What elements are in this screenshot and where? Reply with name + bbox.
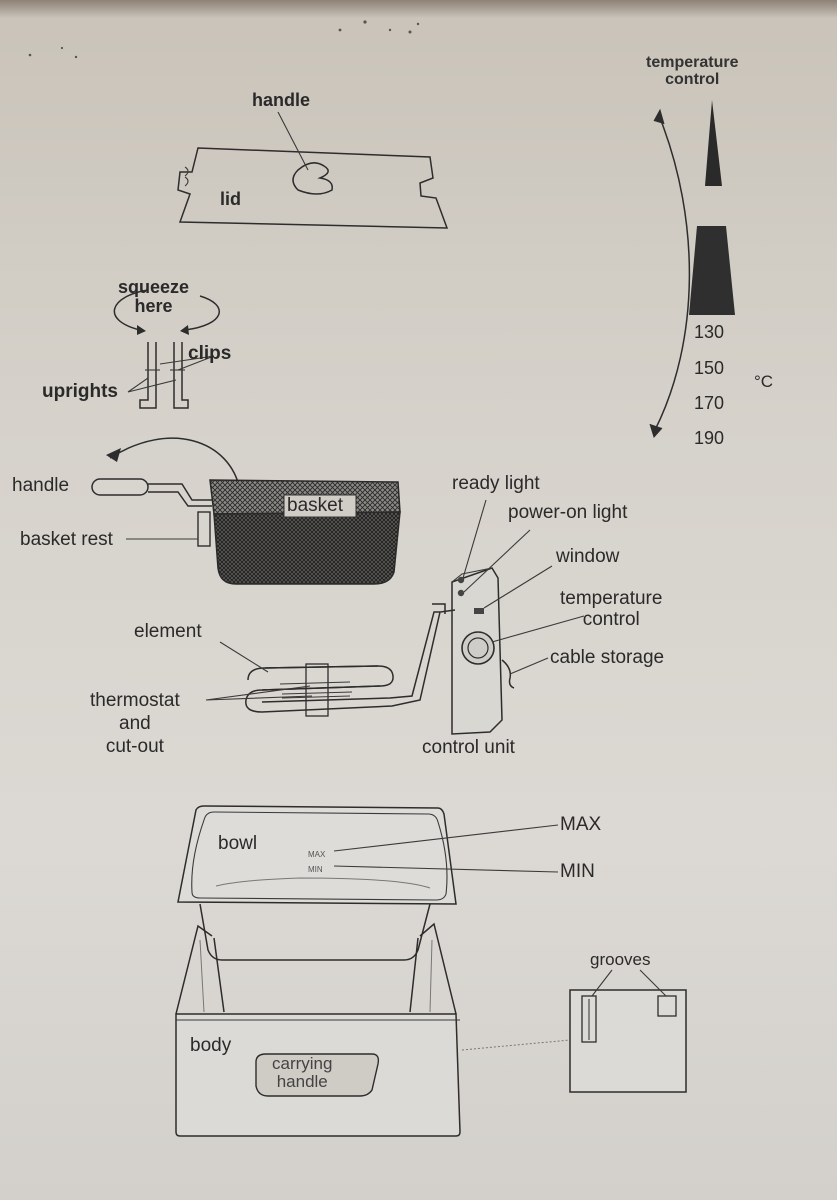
body-label: body: [190, 1035, 232, 1056]
temperature-value-170: 170: [694, 393, 725, 413]
carrying-handle-label: carrying handle: [272, 1054, 333, 1091]
element-leader: [219, 641, 269, 673]
lid-handle-knob: [292, 162, 333, 195]
ready-light-dot: [457, 576, 465, 584]
photo-top-edge: [0, 0, 837, 18]
basket-label: basket: [287, 495, 343, 516]
temperature-value-190: 190: [694, 428, 725, 448]
bowl-pan-lower: [199, 903, 431, 961]
grooves-leaders: [591, 969, 667, 997]
basket-side-mesh: [213, 511, 401, 585]
lid-drawing: [177, 111, 449, 229]
groove-right: [657, 995, 677, 1017]
element-label: element: [134, 621, 202, 642]
uprights-leaders: [127, 377, 177, 393]
basket-swing-arrow: [109, 437, 241, 491]
bowl-max-mark: MAX: [308, 850, 326, 859]
cable-storage-leader: [509, 657, 549, 675]
temperature-value-150: 150: [694, 358, 725, 378]
clips-leaders: [159, 355, 215, 371]
thermostat-label: thermostat and cut-out: [90, 690, 180, 757]
min-label: MIN: [560, 861, 595, 882]
element-coil: [245, 603, 456, 713]
temperature-value-130: 130: [694, 322, 725, 342]
clips-label: clips: [188, 343, 232, 364]
upright-right: [173, 342, 189, 409]
control-unit-drawing: [205, 499, 585, 735]
temperature-unit: °C: [754, 372, 774, 391]
temperature-control-title: temperature control: [646, 54, 739, 88]
temperature-wedge-small: [705, 100, 722, 186]
cable-storage-hook: [501, 659, 515, 689]
control-unit-label: control unit: [422, 737, 515, 758]
lid-handle-leader: [277, 111, 309, 171]
basket-rest-label: basket rest: [20, 529, 113, 550]
groove-left: [581, 995, 597, 1043]
temperature-range-arrow: [654, 117, 691, 431]
squeeze-here-label: squeeze here: [118, 277, 190, 316]
lid-outline: [177, 147, 449, 229]
body-drawing: [175, 922, 571, 1137]
thermostat-leaders: [205, 685, 313, 701]
basket-handle-arm: [148, 483, 212, 507]
basket-rest-bracket: [197, 511, 211, 547]
basket-drawing: [91, 437, 401, 585]
ready-light-leader: [462, 499, 487, 579]
control-window: [474, 608, 484, 614]
cable-storage-label: cable storage: [550, 647, 665, 668]
basket-handle-grip: [91, 478, 149, 496]
max-leader: [333, 824, 559, 852]
bowl-drawing: [177, 805, 559, 961]
scan-specks: [28, 20, 420, 59]
temperature-wedge-large: [689, 226, 735, 315]
temperature-scale-graphic: [649, 100, 735, 438]
carrying-handle-recess: [255, 1053, 380, 1097]
basket-handle-label: handle: [12, 475, 70, 496]
temperature-control-leader: [491, 615, 585, 643]
max-label: MAX: [560, 814, 602, 835]
uprights-label: uprights: [42, 381, 118, 402]
power-on-light-leader: [463, 529, 531, 593]
ready-light-label: ready light: [452, 473, 540, 494]
grooves-label: grooves: [590, 950, 651, 969]
body-back: [175, 922, 457, 1015]
lid-label: lid: [220, 189, 241, 209]
power-on-light-dot: [457, 589, 465, 597]
grooves-inset: [569, 969, 687, 1093]
temperature-knob: [461, 631, 495, 665]
grooves-panel: [569, 989, 687, 1093]
window-leader: [483, 565, 553, 609]
bowl-min-mark: MIN: [308, 865, 323, 874]
min-leader: [333, 865, 559, 873]
bowl-label: bowl: [218, 833, 258, 854]
lid-handle-label: handle: [252, 90, 311, 110]
squeeze-arrow-left: [113, 289, 149, 331]
squeeze-arrow-right: [184, 295, 220, 331]
upright-left: [139, 342, 157, 409]
clips-drawing: [113, 289, 220, 409]
temperature-control-label: temperature control: [560, 588, 663, 630]
bowl-rim: [177, 805, 457, 905]
thermostat-block: [305, 663, 329, 717]
power-on-light-label: power-on light: [508, 502, 628, 523]
window-label: window: [556, 546, 620, 567]
